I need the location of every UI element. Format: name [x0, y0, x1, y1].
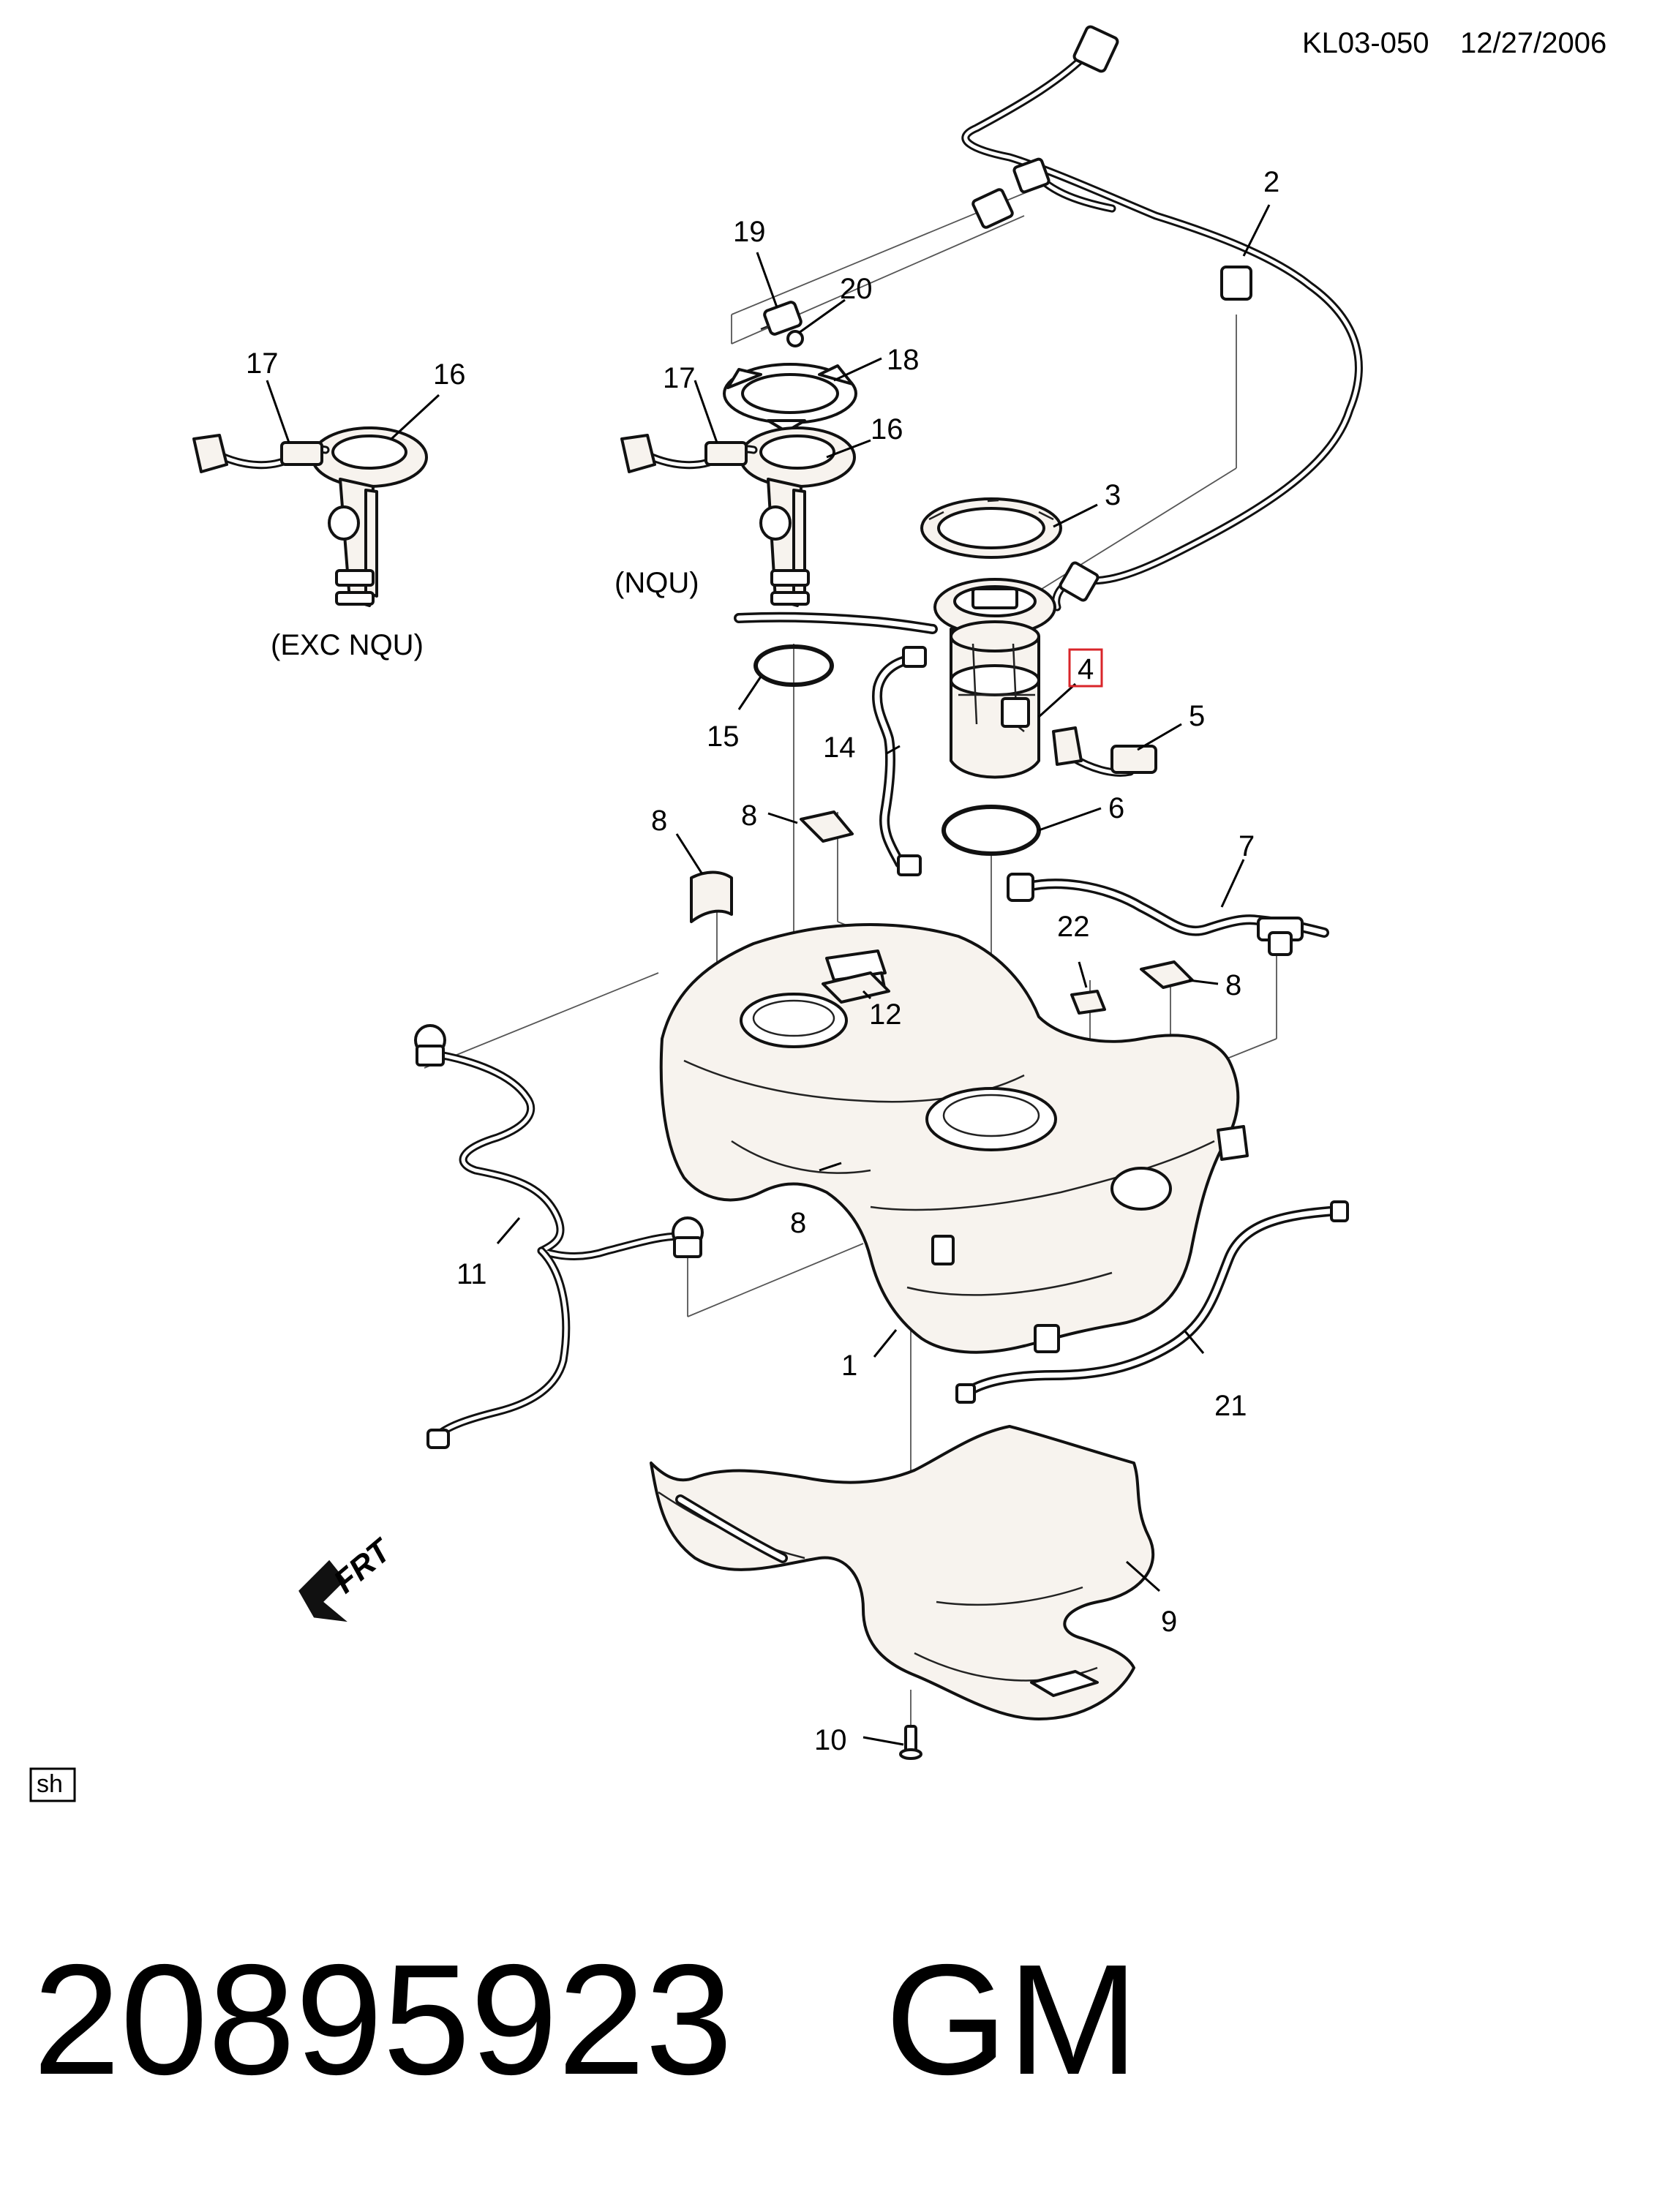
callout-8-d: 8 [790, 1207, 806, 1239]
callout-9: 9 [1161, 1606, 1177, 1638]
part-number: 20895923 [33, 1931, 733, 2107]
callout-16-b: 16 [871, 413, 903, 445]
callout-5: 5 [1189, 700, 1205, 732]
callout-10: 10 [814, 1724, 847, 1756]
footer-box-label: sh [37, 1770, 63, 1798]
callout-labels: 1 2 3 4 5 6 7 8 8 8 8 9 10 11 12 14 15 1… [246, 166, 1279, 1756]
part-2-harness [961, 25, 1363, 612]
callout-6: 6 [1108, 792, 1124, 824]
footer-box [29, 1767, 76, 1802]
callout-22: 22 [1057, 911, 1090, 943]
callout-19: 19 [733, 216, 766, 248]
callout-14: 14 [823, 731, 856, 764]
part-20-seal [786, 330, 804, 347]
callout-3: 3 [1105, 479, 1121, 511]
callout-15: 15 [707, 721, 740, 753]
part-18-retainer [723, 363, 857, 433]
illustration-date: 12/27/2006 [1460, 27, 1606, 59]
callout-8-b: 8 [741, 800, 757, 832]
part-9-shield [650, 1425, 1155, 1720]
callout-8-c: 8 [1225, 969, 1241, 1001]
part-16-sender-nqu [739, 426, 856, 607]
part-5-harness-connector [1052, 726, 1157, 777]
part-1-fuel-tank [659, 923, 1249, 1354]
callout-20: 20 [840, 273, 873, 305]
callout-1: 1 [841, 1350, 857, 1382]
part-8-clip-b [800, 810, 854, 843]
illustration-code: KL03-050 [1302, 27, 1429, 59]
brand-name: GM [885, 1931, 1138, 2107]
direction-indicator: FRT [298, 1532, 399, 1622]
part-19-connector [760, 301, 803, 336]
callout-4: 4 [1078, 653, 1094, 685]
part-12-pad [822, 971, 890, 1004]
part-21-vent-line [955, 1200, 1349, 1404]
leader-lines [266, 204, 1271, 1746]
forward-arrow-icon [298, 1560, 347, 1622]
callout-7: 7 [1239, 830, 1255, 862]
part-17-wiring-nqu [620, 434, 758, 473]
part-8-clip-c [1140, 960, 1194, 989]
direction-label: FRT [327, 1532, 399, 1600]
part-15-seal [753, 644, 834, 687]
part-6-o-ring [942, 805, 1041, 856]
callout-16-a: 16 [433, 358, 466, 391]
part-11-harness [414, 1024, 704, 1449]
part-8-clip-a [690, 870, 733, 923]
callout-8-a: 8 [651, 805, 667, 837]
callout-18: 18 [887, 344, 920, 376]
part-22-pad [1070, 990, 1106, 1015]
callout-17-b: 17 [663, 362, 696, 394]
callout-11: 11 [456, 1258, 487, 1290]
callout-12: 12 [869, 998, 902, 1031]
callout-4-highlight-box [1068, 648, 1103, 688]
part-14-vapor-line [734, 612, 938, 876]
part-3-lock-ring [920, 497, 1062, 559]
part-10-fastener [899, 1725, 922, 1760]
part-4-fuel-pump-module [933, 578, 1056, 779]
callout-21: 21 [1214, 1390, 1247, 1422]
part-7-fuel-line [1007, 873, 1329, 956]
part-16-sender-exc-nqu [311, 426, 428, 607]
callout-2: 2 [1263, 166, 1279, 198]
callout-17-a: 17 [246, 347, 279, 380]
part-17-wiring-exc-nqu [192, 434, 330, 473]
note-nqu: (NQU) [614, 567, 699, 599]
note-exc-nqu: (EXC NQU) [271, 629, 424, 661]
